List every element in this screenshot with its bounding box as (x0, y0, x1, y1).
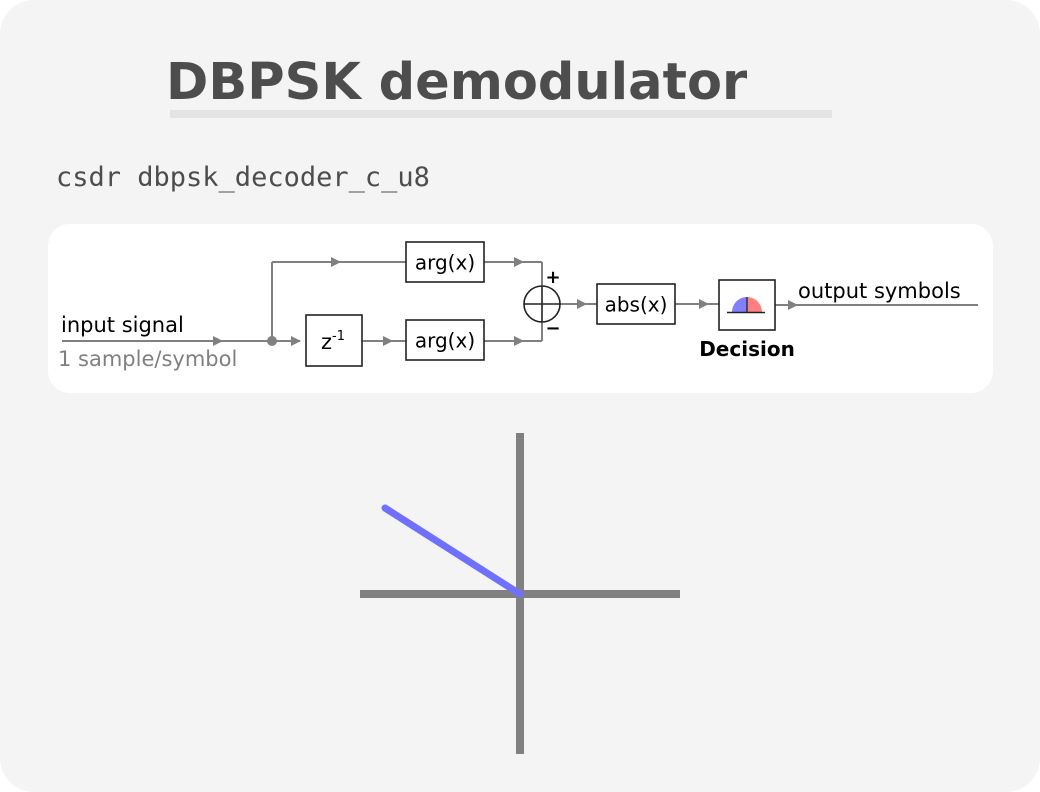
signal-wires (62, 257, 978, 346)
arg-block-bottom-label: arg(x) (415, 329, 475, 353)
arg-block-top (405, 241, 485, 283)
abs-block-label: abs(x) (605, 293, 668, 317)
delay-block-label: z-1 (321, 329, 345, 354)
arg-block-top-label: arg(x) (415, 251, 475, 275)
arg-block-bottom (405, 319, 485, 361)
page-title: DBPSK demodulator (166, 53, 748, 112)
minus-sign: − (545, 318, 560, 339)
plus-sign: + (545, 267, 560, 288)
command-text: csdr dbpsk_decoder_c_u8 (56, 162, 430, 193)
decision-left-half (732, 297, 747, 312)
split-junction-dot (267, 336, 277, 346)
title-underline (170, 110, 832, 118)
decision-right-half (747, 297, 762, 312)
delay-block (305, 314, 363, 367)
phasor-illustration (360, 433, 680, 754)
decision-label: Decision (699, 337, 795, 361)
block-diagram-panel (48, 224, 993, 393)
input-rate-label: 1 sample/symbol (58, 347, 237, 371)
output-symbols-label: output symbols (798, 279, 961, 303)
phasor-vector (381, 504, 524, 598)
input-signal-label: input signal (61, 313, 184, 337)
abs-block (596, 283, 676, 325)
